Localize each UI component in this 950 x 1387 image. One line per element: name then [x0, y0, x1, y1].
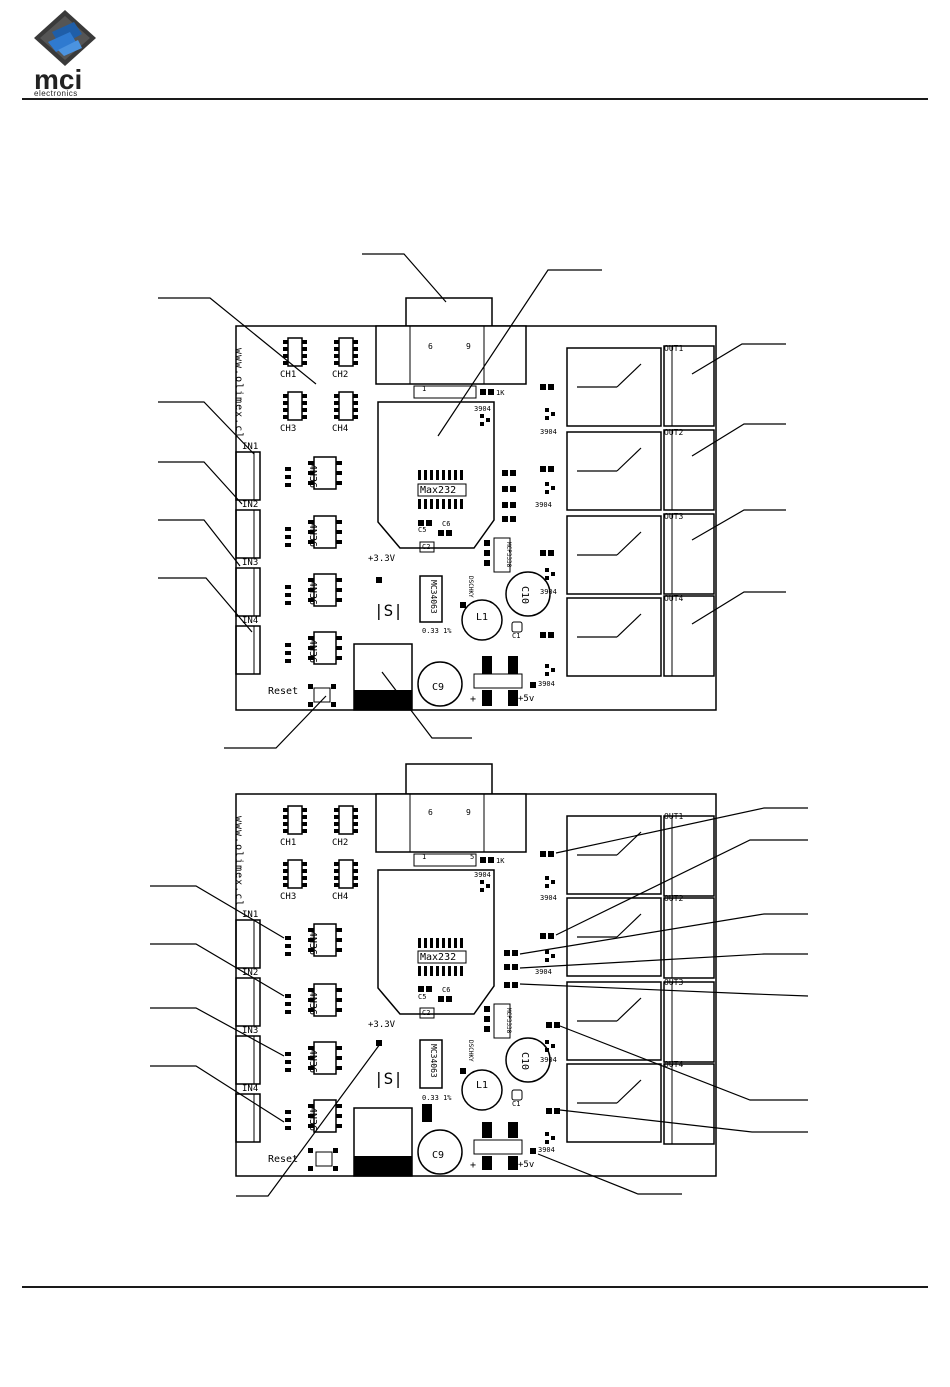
serial-ic-label: Max232 [420, 485, 457, 496]
cap-label: C10 [519, 586, 530, 605]
output-label: OUT2 [664, 894, 684, 903]
output-label: OUT4 [664, 1060, 684, 1069]
ldo-label: MCP3338 [505, 542, 512, 568]
input-label: IN2 [242, 500, 259, 510]
reset-label: Reset [268, 686, 299, 697]
svg-text:|S|: |S| [374, 1069, 403, 1088]
transistor-label: 3904 [538, 1146, 555, 1154]
output-label: OUT3 [664, 512, 684, 521]
cap-label: C6 [442, 986, 451, 994]
voltage-label: +3.3V [368, 554, 396, 564]
channel-label: CH3 [280, 892, 297, 902]
transistor-label: 3904 [540, 1056, 557, 1064]
resistor-label: 1K [496, 389, 505, 397]
output-label: OUT1 [664, 812, 684, 821]
site-label: www.olimex.cl [233, 816, 244, 908]
cap-label: C5 [418, 993, 427, 1001]
mci-diamond-logo-icon [34, 10, 96, 66]
opto-label: 4N36 [307, 639, 318, 664]
channel-label: CH1 [280, 370, 297, 380]
opto-label: 4N36 [307, 1049, 318, 1074]
cap-label: C2 [422, 543, 431, 551]
opto-label: 4N36 [307, 931, 318, 956]
regulator-label: MC34063 [429, 1044, 438, 1078]
cap-label: C1 [512, 1100, 521, 1108]
diode-label: DSCHKY [467, 1040, 474, 1062]
opto-label: 4N36 [307, 523, 318, 548]
opto-label: 4N36 [307, 991, 318, 1016]
input-label: IN3 [242, 558, 259, 568]
cap-label: C5 [418, 526, 427, 534]
db9-pin: 1 [422, 853, 427, 861]
plus-label: + [470, 1160, 477, 1171]
ldo-label: MCP3338 [505, 1008, 512, 1034]
channel-label: CH2 [332, 370, 349, 380]
transistor-label: 3904 [535, 501, 552, 509]
cap-label: C2 [422, 1009, 431, 1017]
transistor-label: 3904 [474, 405, 491, 413]
channel-label: CH4 [332, 892, 349, 902]
cap-label: C10 [519, 1052, 530, 1071]
inductor-label: L1 [476, 1080, 489, 1091]
serial-ic-label: Max232 [420, 952, 457, 963]
input-label: IN1 [242, 910, 259, 920]
cap-label: C1 [512, 632, 521, 640]
reset-label: Reset [268, 1154, 299, 1165]
transistor-label: 3904 [535, 968, 552, 976]
voltage-label: +3.3V [368, 1020, 396, 1030]
input-label: IN1 [242, 442, 259, 452]
diode-label: DSCHKY [467, 576, 474, 598]
channel-label: CH2 [332, 838, 349, 848]
db9-pin: 6 [428, 342, 433, 351]
input-label: IN3 [242, 1026, 259, 1036]
inductor-label: L1 [476, 612, 489, 623]
shunt-label: 0.33 1% [422, 1094, 452, 1102]
db9-pin: 6 [428, 808, 433, 817]
voltage-label: +5v [518, 1160, 535, 1170]
output-label: OUT1 [664, 344, 684, 353]
cap-label: C6 [442, 520, 451, 528]
header-rule [22, 98, 928, 100]
cap-label: C9 [432, 1150, 445, 1161]
input-label: IN4 [242, 616, 259, 626]
channel-label: CH1 [280, 838, 297, 848]
cap-label: C9 [432, 682, 445, 693]
opto-label: 4N36 [307, 464, 318, 489]
logo-tagline: electronics [34, 89, 78, 98]
output-label: OUT3 [664, 978, 684, 987]
channel-label: CH4 [332, 424, 349, 434]
logo-name: mci [34, 64, 83, 95]
transistor-label: 3904 [474, 871, 491, 879]
transistor-label: 3904 [540, 894, 557, 902]
regulator-label: MC34063 [429, 580, 438, 614]
plus-label: + [470, 694, 477, 705]
output-label: OUT2 [664, 428, 684, 437]
input-label: IN2 [242, 968, 259, 978]
output-label: OUT4 [664, 594, 684, 603]
shunt-label: 0.33 1% [422, 627, 452, 635]
board-bottom: |S| [235, 763, 717, 1177]
svg-text:|S|: |S| [374, 601, 403, 620]
callout-lines [150, 253, 809, 1197]
site-label: www.olimex.cl [233, 348, 244, 440]
opto-label: 4N36 [307, 1107, 318, 1132]
db9-pin: 9 [466, 342, 471, 351]
transistor-label: 3904 [538, 680, 555, 688]
db9-pin: 5 [470, 853, 475, 861]
db9-pin: 9 [466, 808, 471, 817]
resistor-label: 1K [496, 857, 505, 865]
transistor-label: 3904 [540, 588, 557, 596]
board-top: |S| [235, 297, 717, 711]
input-label: IN4 [242, 1084, 259, 1094]
footer-rule [22, 1286, 928, 1288]
transistor-label: 3904 [540, 428, 557, 436]
voltage-label: +5v [518, 694, 535, 704]
opto-label: 4N36 [307, 581, 318, 606]
db9-pin: 1 [422, 385, 427, 393]
channel-label: CH3 [280, 424, 297, 434]
